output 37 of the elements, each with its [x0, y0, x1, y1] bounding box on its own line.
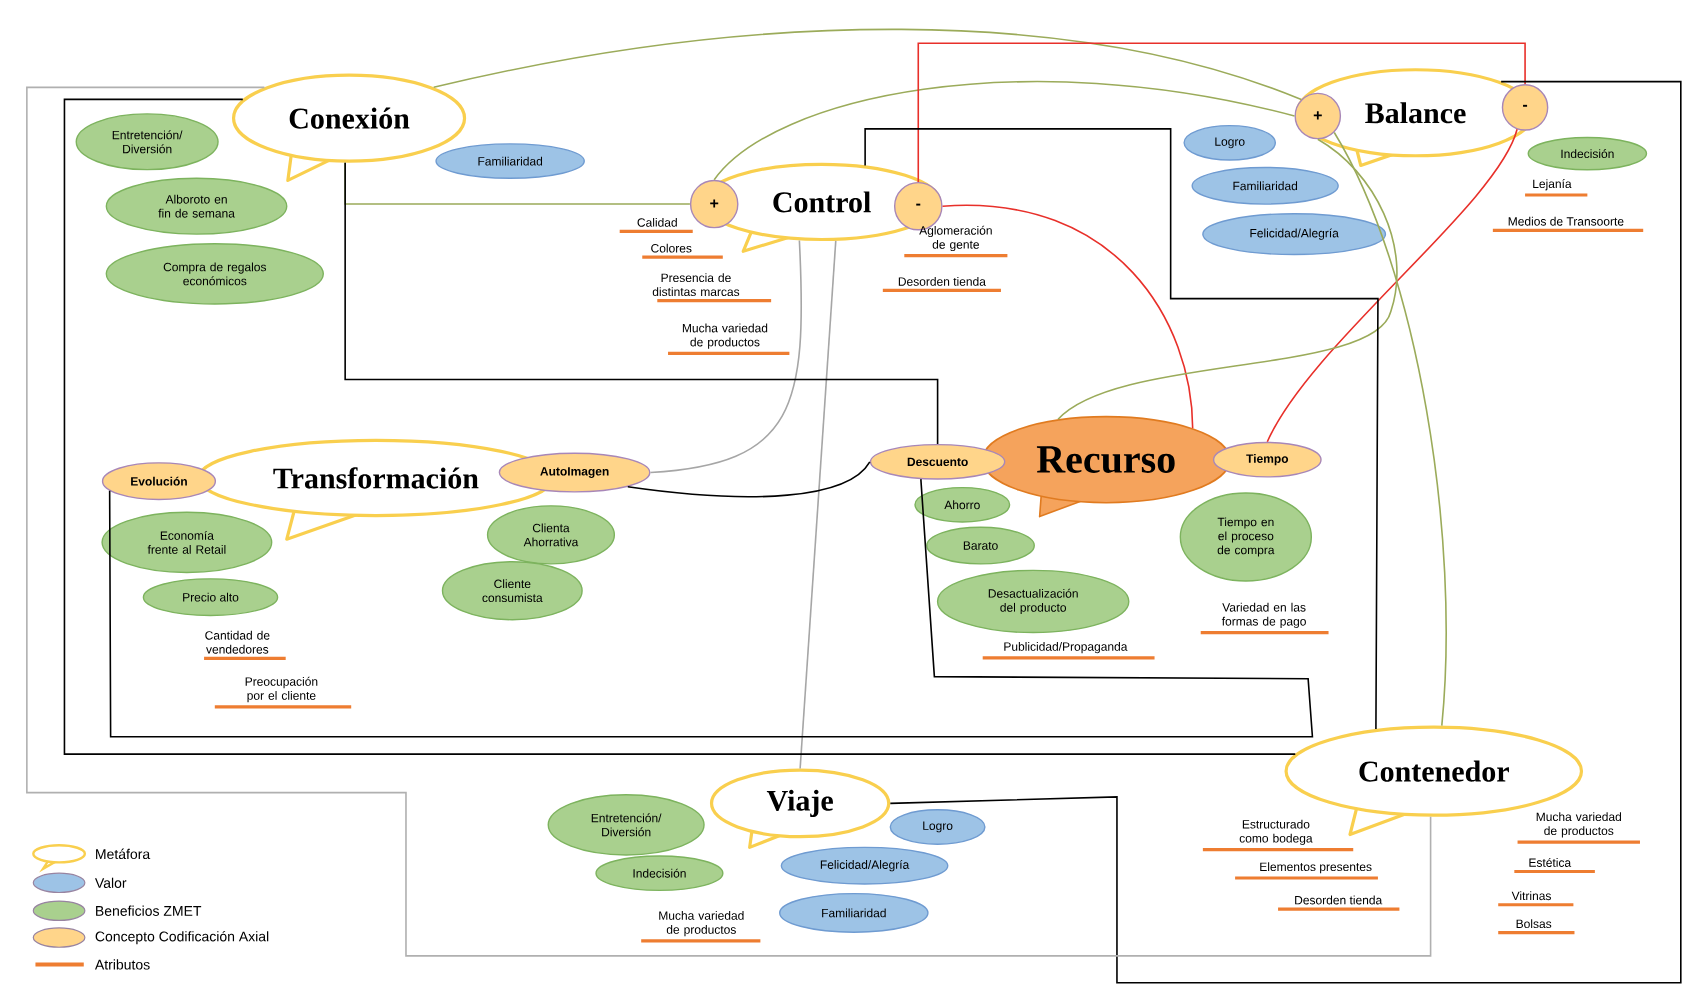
attribute-label: Variedad en las formas de pago: [1200, 602, 1329, 635]
attribute-label: Mucha variedad de productos: [668, 323, 790, 355]
connector: [941, 204, 1194, 429]
connector: [1333, 131, 1447, 727]
attribute-label: Desorden tienda: [1278, 895, 1400, 911]
connector: [649, 239, 803, 474]
attribute-label: Bolsas: [1498, 919, 1575, 935]
attribute-label: Cantidad de vendedores: [204, 630, 286, 660]
connector: [889, 80, 1682, 984]
attribute-label: Publicidad/Propaganda: [982, 641, 1155, 660]
connector: [713, 80, 1296, 181]
connector: [432, 28, 1303, 101]
speech-bubble: Conexión: [231, 73, 467, 182]
legend-label: Metáfora: [96, 848, 151, 859]
connector: [108, 478, 1314, 738]
attribute-label: Desorden tienda: [882, 276, 1001, 292]
attribute-label: Mucha variedad de productos: [641, 910, 761, 943]
legend-label: Valor: [95, 877, 127, 888]
connector: [917, 42, 1526, 183]
legend-label: Concepto Codificación Axial: [95, 930, 269, 945]
connector: [1057, 138, 1398, 420]
connector: [864, 127, 1379, 730]
speech-bubble: Viaje: [709, 768, 891, 849]
attribute-label: Elementos presentes: [1235, 862, 1378, 880]
attribute-label: Medios de Transoorte: [1492, 216, 1644, 232]
connector: [63, 98, 1297, 755]
attribute-label: Estética: [1514, 857, 1595, 873]
legend-label: Beneficios ZMET: [96, 905, 202, 916]
connector: [26, 86, 1432, 957]
connector: [627, 460, 871, 498]
connector: [799, 239, 837, 770]
attribute-label: Preocupación por el cliente: [214, 676, 352, 709]
legend-label: Atributos: [94, 959, 150, 970]
attribute-label: Presencia de distintas marcas: [652, 273, 772, 303]
connector: [344, 161, 939, 445]
attribute-label: Vitrinas: [1498, 891, 1574, 907]
attribute-label: Lejanía: [1525, 178, 1588, 197]
